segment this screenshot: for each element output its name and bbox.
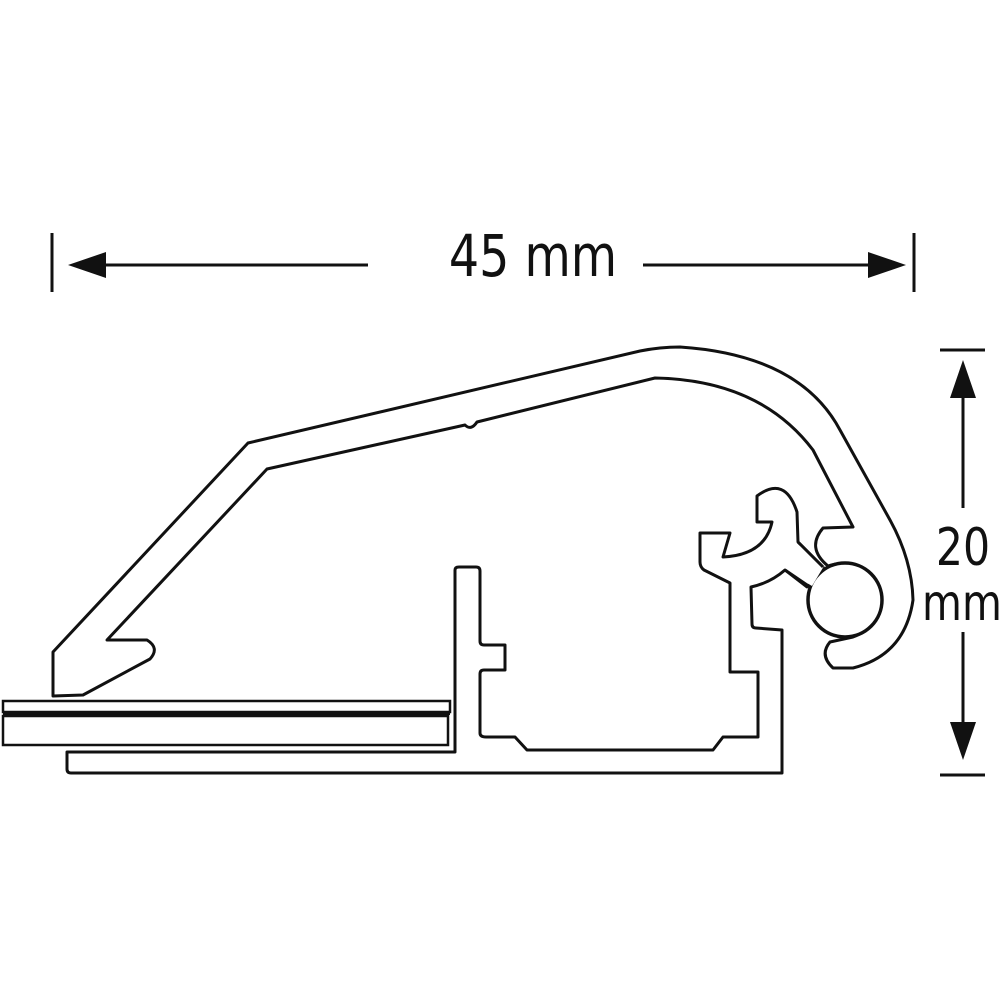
panel-layers xyxy=(1,699,452,747)
width-dimension xyxy=(50,233,916,292)
arrowhead-left-icon xyxy=(68,252,106,278)
height-unit: mm xyxy=(922,574,1000,632)
hinge-neck xyxy=(787,545,824,586)
width-label: 45 mm xyxy=(449,222,617,290)
height-dimension xyxy=(940,348,985,777)
height-value: 20 xyxy=(936,518,990,578)
arrowhead-right-icon xyxy=(868,252,906,278)
hinge-bead xyxy=(806,561,884,639)
panel-cover-sheet xyxy=(1,699,452,714)
base-profile xyxy=(65,486,825,775)
panel-backing xyxy=(1,714,450,747)
arrowhead-down-icon xyxy=(950,722,976,760)
arrowhead-up-icon xyxy=(950,360,976,398)
hinge-neck-edges xyxy=(784,540,825,589)
